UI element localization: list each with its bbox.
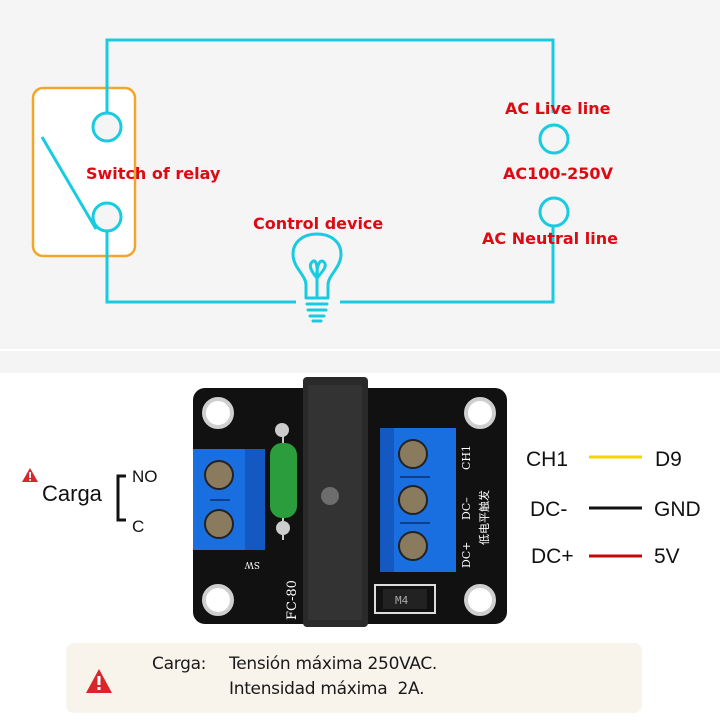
ac-neutral-terminal bbox=[538, 196, 570, 228]
warning-indent bbox=[152, 677, 229, 702]
wire-top bbox=[105, 38, 555, 113]
circuit-diagram: Switch of relay Control device AC Live l… bbox=[31, 38, 618, 323]
load-warning-box bbox=[66, 643, 642, 713]
warning-prefix: Carga: bbox=[152, 654, 207, 674]
separator-band bbox=[0, 351, 720, 373]
light-bulb-icon bbox=[291, 232, 343, 323]
ac-live-terminal bbox=[538, 123, 570, 155]
switch-lever bbox=[40, 136, 98, 230]
ac-neutral-line-label: AC Neutral line bbox=[482, 229, 618, 248]
wire-bottom-right bbox=[340, 225, 555, 304]
relay-contact-top bbox=[91, 111, 123, 143]
switch-of-relay-label: Switch of relay bbox=[86, 164, 221, 183]
relay-contact-bottom bbox=[91, 201, 123, 233]
load-warning-text: Carga: Tensión máxima 250VAC. Intensidad… bbox=[152, 652, 437, 702]
warning-line-current: Intensidad máxima 2A. bbox=[229, 679, 425, 699]
control-device-label: Control device bbox=[253, 214, 383, 233]
warning-line-voltage: Tensión máxima 250VAC. bbox=[229, 654, 438, 674]
ac-live-line-label: AC Live line bbox=[505, 99, 611, 118]
wire-bottom-left bbox=[105, 229, 296, 304]
ac-voltage-label: AC100-250V bbox=[503, 164, 614, 183]
circuit-wires bbox=[40, 38, 555, 304]
